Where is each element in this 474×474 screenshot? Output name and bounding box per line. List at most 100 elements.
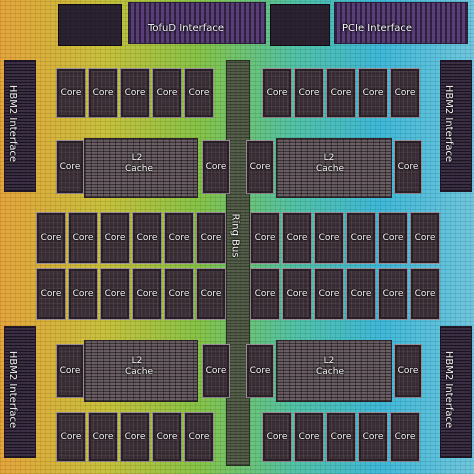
core-label: Core (92, 88, 114, 98)
core-block: Core (282, 212, 312, 264)
l2-cache-block (276, 340, 392, 402)
hbm2-strip-top-right (440, 60, 472, 192)
core-block: Core (164, 212, 194, 264)
core-label: Core (188, 432, 210, 442)
core-label: Core (330, 432, 352, 442)
core-block: Core (394, 344, 422, 398)
core-block: Core (250, 268, 280, 320)
core-block: Core (326, 68, 356, 118)
core-label: Core (286, 233, 308, 243)
core-block: Core (410, 268, 440, 320)
core-block: Core (282, 268, 312, 320)
core-label: Core (40, 233, 62, 243)
l2-cache-block (84, 340, 198, 402)
core-label: Core (249, 162, 271, 172)
core-label: Core (394, 432, 416, 442)
core-block: Core (56, 344, 84, 398)
core-label: Core (205, 162, 227, 172)
core-label: Core (200, 289, 222, 299)
core-block: Core (184, 68, 214, 118)
core-block: Core (68, 212, 98, 264)
hbm2-label-bottom-right: HBM2 Interface (443, 350, 455, 429)
core-block: Core (36, 268, 66, 320)
core-block: Core (262, 412, 292, 462)
core-block: Core (152, 68, 182, 118)
hbm2-label-top-left: HBM2 Interface (7, 84, 19, 163)
core-block: Core (68, 268, 98, 320)
hbm2-strip-top-left (4, 60, 36, 192)
core-label: Core (266, 432, 288, 442)
core-block: Core (250, 212, 280, 264)
hbm2-label-bottom-left: HBM2 Interface (7, 350, 19, 429)
core-label: Core (298, 432, 320, 442)
core-label: Core (156, 432, 178, 442)
core-block: Core (164, 268, 194, 320)
core-label: Core (298, 88, 320, 98)
core-block: Core (100, 212, 130, 264)
core-block: Core (132, 212, 162, 264)
core-block: Core (246, 344, 274, 398)
core-block: Core (294, 412, 324, 462)
core-block: Core (314, 212, 344, 264)
core-block: Core (196, 212, 226, 264)
core-label: Core (200, 233, 222, 243)
core-block: Core (378, 268, 408, 320)
core-block: Core (326, 412, 356, 462)
hbm2-strip-bottom-right (440, 326, 472, 458)
core-block: Core (390, 68, 420, 118)
core-label: Core (350, 233, 372, 243)
core-block: Core (410, 212, 440, 264)
core-label: Core (254, 233, 276, 243)
core-label: Core (72, 233, 94, 243)
core-label: Core (318, 233, 340, 243)
core-label: Core (394, 88, 416, 98)
core-block: Core (36, 212, 66, 264)
core-label: Core (249, 366, 271, 376)
core-block: Core (56, 68, 86, 118)
core-block: Core (196, 268, 226, 320)
core-label: Core (397, 162, 419, 172)
core-label: Core (40, 289, 62, 299)
core-block: Core (120, 412, 150, 462)
core-block: Core (120, 68, 150, 118)
tofud-interface-label: TofuD Interface (148, 23, 225, 34)
core-label: Core (59, 366, 81, 376)
core-label: Core (104, 289, 126, 299)
l2-cache-block (276, 138, 392, 198)
core-block: Core (100, 268, 130, 320)
hbm2-strip-bottom-left (4, 326, 36, 458)
core-label: Core (124, 88, 146, 98)
hbm2-label-top-right: HBM2 Interface (443, 84, 455, 163)
core-label: Core (362, 432, 384, 442)
core-label: Core (205, 366, 227, 376)
core-label: Core (414, 289, 436, 299)
core-block: Core (346, 268, 376, 320)
l2-cache-block (84, 138, 198, 198)
core-block: Core (202, 344, 230, 398)
core-block: Core (56, 412, 86, 462)
pcie-interface-block (334, 2, 468, 44)
core-label: Core (168, 233, 190, 243)
core-block: Core (262, 68, 292, 118)
core-block: Core (358, 412, 388, 462)
core-label: Core (136, 289, 158, 299)
core-block: Core (394, 140, 422, 194)
tofud-interface-block (128, 2, 266, 44)
core-block: Core (246, 140, 274, 194)
core-label: Core (104, 233, 126, 243)
core-block: Core (314, 268, 344, 320)
core-label: Core (92, 432, 114, 442)
core-label: Core (362, 88, 384, 98)
io-pad-block (58, 4, 122, 46)
core-label: Core (60, 432, 82, 442)
core-label: Core (59, 162, 81, 172)
core-label: Core (382, 233, 404, 243)
pcie-interface-label: PCIe Interface (342, 23, 413, 34)
core-label: Core (414, 233, 436, 243)
io-pad-block (270, 4, 330, 46)
core-label: Core (266, 88, 288, 98)
core-label: Core (350, 289, 372, 299)
